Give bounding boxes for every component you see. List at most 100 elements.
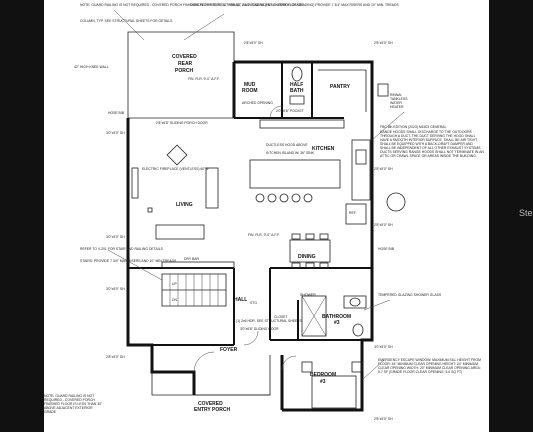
- label-stairs-up: UP: [172, 282, 177, 286]
- kitchen-upper-counter: [259, 119, 345, 129]
- toilet: [291, 66, 303, 82]
- stool: [267, 193, 277, 203]
- label-ductless-hood: DUCTLESS HOOD ABOVE: [266, 143, 308, 147]
- note-egress-box: EMERGENCY ESCAPE WINDOW: MAXIMUM SILL HE…: [378, 358, 481, 374]
- note-rinnai: WATER: [390, 101, 402, 105]
- note-stairs-risers: STAIRS: PROVIDE 7 3/4" MAX RISERS AND 10…: [80, 259, 177, 263]
- leader: [113, 9, 145, 41]
- water-heater: [377, 83, 389, 97]
- note-structural: (1) 2x6 HDR. SEE STRUCTURAL SHEETS: [236, 319, 302, 323]
- living-furniture: [131, 144, 219, 240]
- watermark: Stel: [519, 208, 533, 218]
- dry-bar-counter: [161, 261, 235, 269]
- note-column: COLUMN, TYP. SEE STRUCTURAL SHEETS FOR D…: [80, 19, 173, 23]
- bedroom-furniture: [301, 361, 363, 409]
- room-label-foyer: FOYER: [220, 347, 238, 353]
- stool: [303, 193, 313, 203]
- room-label-covered-rear-porch: COVERED: [172, 54, 197, 60]
- dining-chair: [305, 233, 315, 240]
- shower-stall: [301, 295, 327, 337]
- room-label-covered-entry-porch: COVERED: [198, 401, 223, 407]
- dining-table: [289, 239, 331, 263]
- leader: [183, 13, 225, 41]
- label-closet: CLOSET: [274, 315, 288, 319]
- wall-left-lower: [126, 268, 196, 395]
- pantry-shelves: [318, 69, 367, 112]
- dining-chair: [291, 233, 301, 240]
- bedroom-door-swing: [281, 355, 297, 371]
- room-label-bedroom: #3: [320, 379, 326, 385]
- stool: [255, 193, 265, 203]
- bath-sink: [349, 297, 361, 307]
- leader-lines: [107, 9, 405, 381]
- leader: [107, 249, 163, 281]
- nightstand: [301, 361, 313, 373]
- floor-plan-drawing: COVERED REAR PORCH MUD ROOM HALF BATH PA…: [44, 3, 484, 421]
- dining-chair: [319, 262, 329, 269]
- mud-door-swing: [269, 105, 283, 119]
- label-sliding-porch-door: 2'8"x6'8" SLIDING PORCH DOOR: [156, 121, 208, 125]
- stairs: [161, 273, 227, 307]
- note-ceiling: FIN. FLR. 9'-0" A.F.F.: [248, 233, 280, 237]
- window-tag: 2'8"x5'0" SH: [244, 41, 263, 45]
- room-label-half-bath: HALF: [290, 82, 303, 88]
- entry-porch-outline: [151, 355, 271, 396]
- note-range-hood-body: RANGE HOODS SHALL DISCHARGE TO THE OUTDO…: [380, 130, 484, 158]
- kitchen-island: [249, 159, 341, 189]
- fireplace: [131, 167, 139, 199]
- label-fireplace: ELECTRIC FIREPLACE (VENTLESS) 60"W: [142, 167, 209, 171]
- label-dry-bar: DRY BAR: [184, 257, 200, 261]
- note-range-hood-title: FBC 8th EDITION (2023) M1503 GENERAL: [380, 125, 446, 129]
- room-label-shower: SHOWER: [300, 293, 316, 297]
- label-arched-opening: ARCHED OPENING: [242, 101, 273, 105]
- closet-door-swing: [243, 330, 259, 346]
- note-hose-bib: HOSE BIB: [378, 247, 395, 251]
- room-label-bedroom: BEDROOM: [310, 372, 336, 378]
- label-stage: STG: [250, 301, 257, 305]
- rear-porch-outline: [127, 31, 235, 119]
- room-label-mud-room: MUD: [244, 82, 256, 88]
- window-tag: 2'8"x5'0" SH: [374, 417, 393, 421]
- half-bath-sink: [289, 95, 305, 105]
- wall-right-upper: [234, 60, 374, 298]
- bath-vanity: [343, 295, 367, 309]
- note-bottom: NOTE: GUARD RAILING IS NOT REQUIRED - CO…: [44, 394, 103, 414]
- room-label-dining: DINING: [298, 254, 316, 260]
- window-tag: 2'8"x5'0" SH: [374, 223, 393, 227]
- label-pocket-door: 2'0"x6'8" POCKET: [276, 109, 304, 113]
- window-tag: 3'0"x5'0" SH: [106, 287, 125, 291]
- label-kitchen-island: KITCHEN ISLAND W/ 36" SINK: [266, 151, 315, 155]
- window-tag: 3'0"x5'0" SH: [374, 345, 393, 349]
- room-label-bathroom: #3: [334, 320, 340, 326]
- accent-chair: [166, 144, 188, 166]
- window-tag: 3'0"x5'0" SH: [106, 131, 125, 135]
- leader: [361, 359, 385, 381]
- dining-chair: [319, 233, 329, 240]
- leader: [371, 111, 405, 141]
- note-top-left: NOTE: GUARD RAILING IS NOT REQUIRED - CO…: [80, 3, 304, 7]
- label-sliding-door: 3'0"x6'8" SLIDING DOOR: [240, 327, 279, 331]
- room-label-kitchen: KITCHEN: [312, 146, 335, 152]
- range: [355, 149, 367, 165]
- dining-furniture: [289, 233, 331, 269]
- note-ceiling: FIN. FLR. 9'-0" A.F.F.: [188, 77, 220, 81]
- note-stairs: REFER TO V-201 FOR STAIR AND RAILING DET…: [80, 247, 164, 251]
- side-table: [147, 207, 153, 213]
- stool: [279, 193, 289, 203]
- kitchen-side-counter: [351, 139, 371, 201]
- note-knee-wall: 42" HIGH KNEE WALL: [74, 65, 109, 69]
- front-door-swing: [193, 351, 215, 373]
- note-bottom-box: NOTE: GUARD RAILING IS NOT REQUIRED - CO…: [44, 394, 103, 414]
- room-label-covered-entry-porch: ENTRY PORCH: [194, 407, 231, 413]
- room-label-pantry: PANTRY: [330, 84, 351, 90]
- shower-cross: [301, 295, 327, 337]
- bed: [311, 375, 357, 409]
- note-range-hood-body-box: RANGE HOODS SHALL DISCHARGE TO THE OUTDO…: [380, 130, 484, 158]
- label-refrigerator: REF.: [349, 211, 356, 215]
- window-tag: 2'8"x5'0" SH: [106, 355, 125, 359]
- dining-chair: [291, 262, 301, 269]
- floor-plan-sheet: COVERED REAR PORCH MUD ROOM HALF BATH PA…: [44, 0, 489, 432]
- refrigerator: [345, 203, 367, 225]
- window-tag: 3'0"x5'0" SH: [106, 235, 125, 239]
- window-tag: 2'8"x5'0" SH: [374, 167, 393, 171]
